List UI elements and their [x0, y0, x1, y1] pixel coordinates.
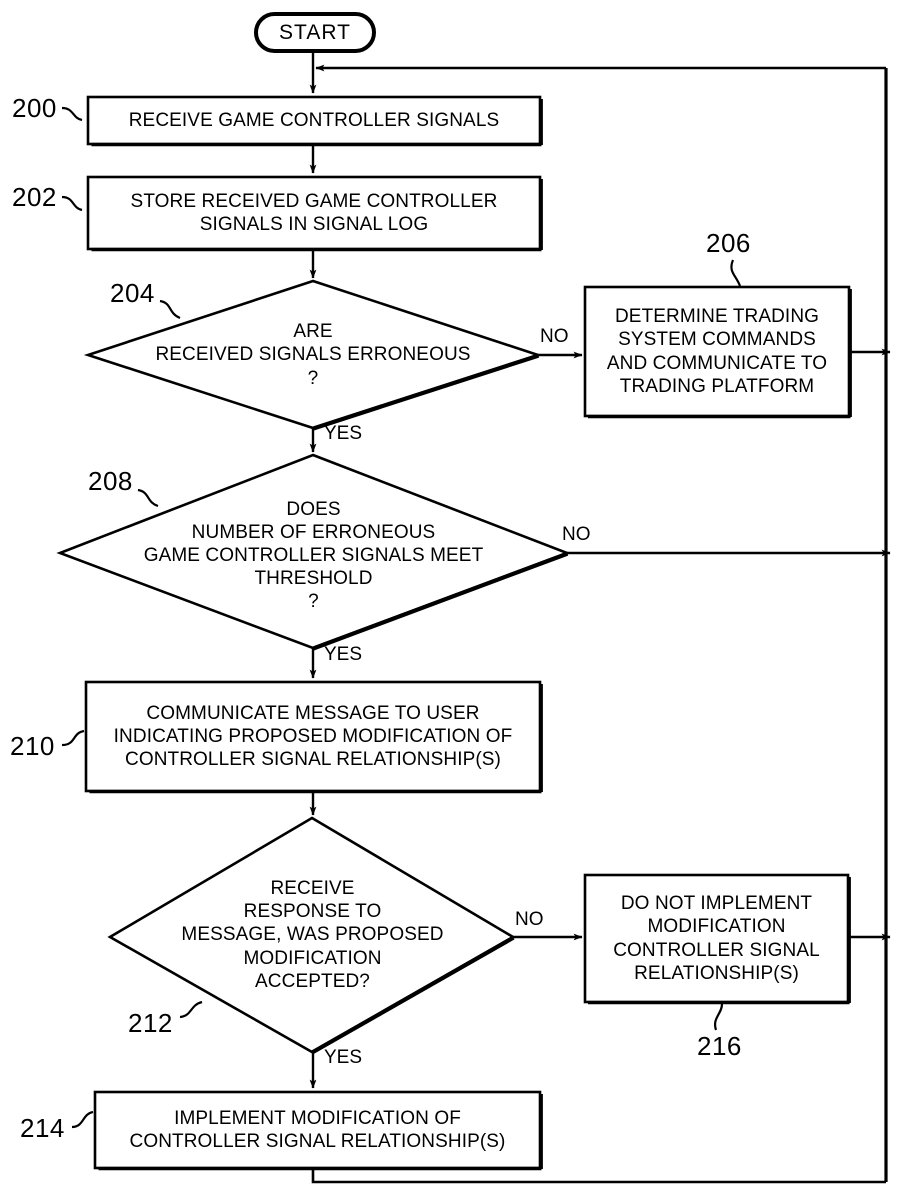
process-box-210-shape	[84, 680, 543, 794]
reference-number-204: 204	[110, 278, 155, 308]
edge-label-208-no: NO	[562, 524, 591, 545]
process-box-200-shape	[86, 95, 543, 147]
reference-number-214: 214	[20, 1113, 65, 1143]
edge-label-204-no: NO	[540, 326, 569, 347]
start-terminator-shape	[254, 12, 376, 53]
leader-line-206	[730, 259, 742, 287]
reference-number-200: 200	[12, 93, 57, 123]
reference-number-210: 210	[10, 731, 55, 761]
leader-line-204	[159, 299, 181, 320]
leader-line-202	[61, 195, 83, 212]
leader-line-208	[137, 488, 159, 508]
connector-214-to-bus	[311, 1169, 886, 1184]
leader-line-200	[61, 106, 83, 122]
leader-line-216	[714, 1003, 724, 1031]
process-box-202-shape	[86, 175, 543, 252]
reference-number-208: 208	[88, 466, 133, 496]
edge-label-204-yes: YES	[324, 423, 363, 444]
decision-diamond-208-shape	[56, 453, 571, 651]
process-box-214-shape	[93, 1090, 543, 1171]
process-box-206-shape	[583, 285, 852, 419]
edge-label-212-no: NO	[515, 909, 544, 930]
leader-line-214	[71, 1110, 94, 1129]
decision-diamond-204-shape	[83, 279, 543, 431]
edge-label-212-yes: YES	[324, 1047, 363, 1068]
reference-number-212: 212	[128, 1008, 173, 1038]
leader-line-212	[179, 1000, 203, 1019]
reference-number-202: 202	[12, 182, 57, 212]
edge-label-208-yes: YES	[324, 644, 363, 665]
process-box-216-shape	[583, 873, 851, 1005]
reference-number-216: 216	[697, 1031, 742, 1061]
reference-number-206: 206	[706, 228, 751, 258]
leader-line-210	[61, 729, 85, 747]
